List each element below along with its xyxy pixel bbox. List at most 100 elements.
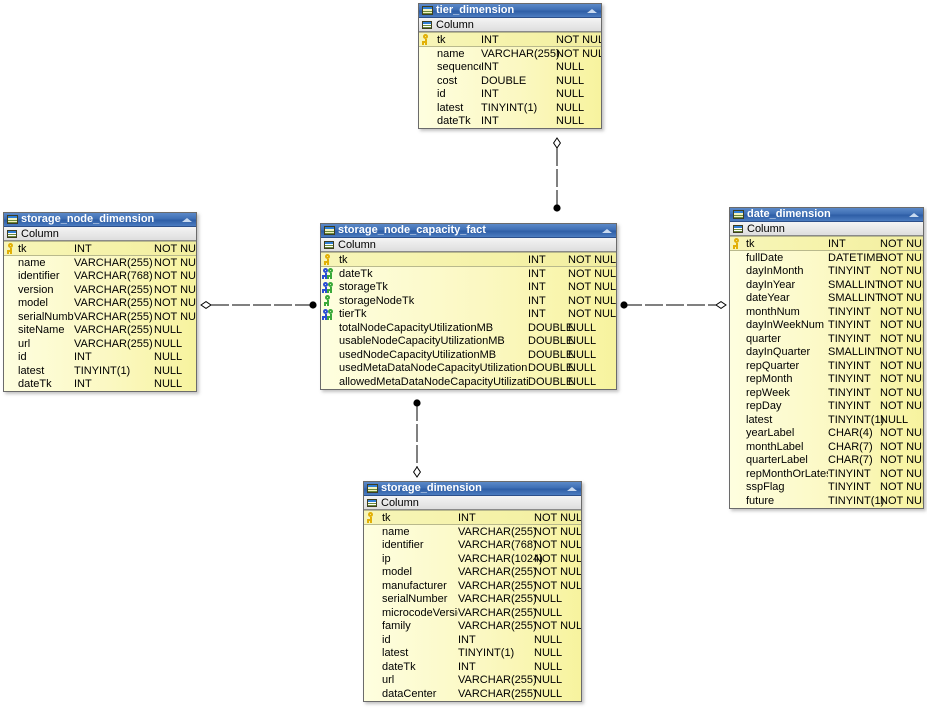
column-group-header[interactable]: Column bbox=[364, 496, 581, 510]
column-type: SMALLINT bbox=[828, 292, 882, 305]
column-type: INT bbox=[74, 351, 92, 364]
column-nullability: NULL bbox=[556, 61, 585, 74]
chevron-up-icon[interactable] bbox=[907, 209, 921, 220]
relationship-rel-storage-node[interactable] bbox=[200, 300, 317, 310]
one-end-marker bbox=[552, 137, 562, 149]
column-row[interactable]: allowedMetaDataNodeCapacityUtilizationMB… bbox=[321, 375, 616, 389]
chevron-up-icon[interactable] bbox=[180, 214, 194, 225]
entity-titlebar-storage_node_capacity_fact[interactable]: storage_node_capacity_fact bbox=[321, 224, 616, 238]
column-name: usedNodeCapacityUtilizationMB bbox=[339, 348, 497, 361]
column-key-cell bbox=[364, 606, 382, 620]
entity-titlebar-storage_node_dimension[interactable]: storage_node_dimension bbox=[4, 213, 196, 227]
column-nullability: NOT NULL bbox=[568, 267, 617, 280]
column-group-header[interactable]: Column bbox=[4, 227, 196, 241]
chevron-up-icon[interactable] bbox=[600, 225, 614, 236]
chevron-up-icon[interactable] bbox=[565, 483, 579, 494]
entity-titlebar-date_dimension[interactable]: date_dimension bbox=[730, 208, 923, 222]
relationship-rel-tier[interactable] bbox=[552, 137, 562, 212]
column-group-header[interactable]: Column bbox=[419, 18, 601, 32]
entity-titlebar-tier_dimension[interactable]: tier_dimension bbox=[419, 4, 601, 18]
column-type: DOUBLE bbox=[528, 321, 574, 334]
column-key-cell bbox=[730, 440, 746, 454]
column-group-header[interactable]: Column bbox=[321, 238, 616, 252]
column-nullability: NOT NULL bbox=[534, 579, 582, 592]
relationship-rel-date[interactable] bbox=[620, 300, 727, 310]
chevron-up-icon[interactable] bbox=[585, 5, 599, 16]
column-row[interactable]: microcodeVersionVARCHAR(255)NULL bbox=[364, 606, 581, 620]
column-group-header[interactable]: Column bbox=[730, 222, 923, 236]
relationship-rel-storage[interactable] bbox=[412, 399, 422, 478]
column-type: INT bbox=[481, 88, 499, 101]
column-type: TINYINT bbox=[828, 386, 871, 399]
entity-titlebar-storage_dimension[interactable]: storage_dimension bbox=[364, 482, 581, 496]
